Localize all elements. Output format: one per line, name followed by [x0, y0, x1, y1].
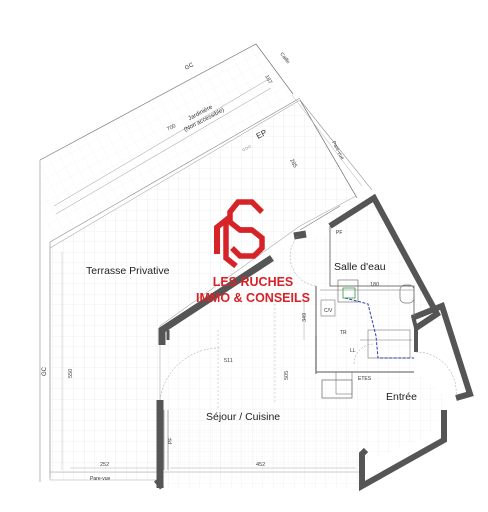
ep-label: EP [255, 128, 269, 141]
cv-label: C/V [324, 308, 333, 314]
dim-252: 252 [100, 462, 109, 468]
logo: LES RUCHES IMMO & CONSEILS [196, 199, 310, 305]
logo-line-1: LES RUCHES [213, 275, 294, 289]
dim-700: 700 [166, 123, 177, 133]
salle-eau-label: Salle d'eau [334, 261, 386, 273]
ep-circles: ○○○ [241, 144, 253, 154]
dim-180: 180 [370, 282, 379, 288]
logo-hexagon-fill [214, 226, 220, 254]
gc-left-label: GC [42, 366, 48, 376]
tr-label: TR [340, 330, 347, 336]
pare-vue-bottom-label: Pare-vue [90, 476, 111, 482]
logo-hexagon-mark [214, 199, 265, 269]
door-arcs [159, 235, 457, 401]
logo-line-2: IMMO & CONSEILS [196, 291, 310, 305]
dim-285: 285 [288, 158, 298, 169]
ll-label: LL [350, 348, 356, 354]
walls [154, 193, 474, 492]
dim-505: 505 [284, 371, 290, 380]
caille-label: Caille [278, 52, 291, 66]
pare-vue-right-line [291, 94, 373, 191]
terrasse-label: Terrasse Privative [86, 265, 170, 277]
green-fixture [342, 287, 356, 299]
gc-top-label: GC [184, 62, 195, 72]
pf-left-label: PF [168, 438, 174, 444]
dim-187: 187 [263, 74, 273, 85]
etes-label: ETES [358, 376, 372, 382]
pf-marks [163, 205, 341, 470]
dim-550: 550 [68, 369, 74, 378]
dim-349: 349 [302, 313, 308, 322]
entree-label: Entrée [386, 391, 417, 403]
salle-eau-boundary [329, 226, 415, 316]
dimension-lines [70, 300, 356, 469]
dim-511: 511 [224, 358, 233, 364]
dim-452: 452 [256, 462, 265, 468]
sejour-label: Séjour / Cuisine [206, 411, 280, 423]
partitions [315, 279, 415, 399]
pf-top-label: PF [336, 230, 342, 236]
plumbing-line [344, 297, 414, 359]
